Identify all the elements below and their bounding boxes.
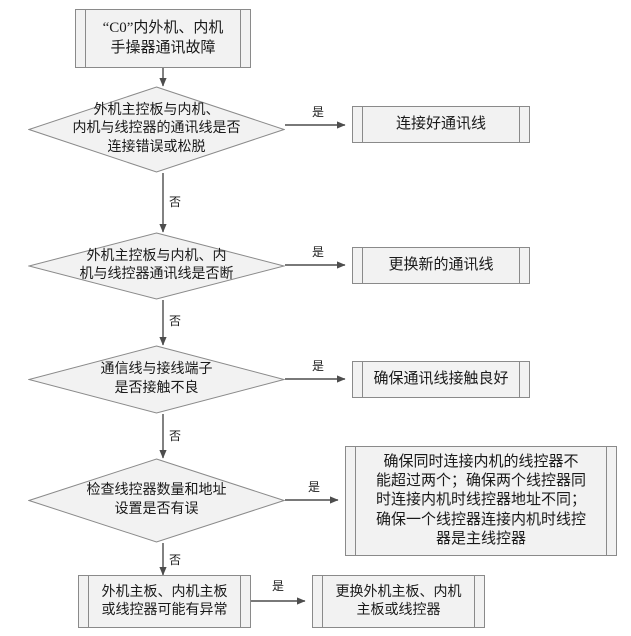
outcome-connect-cable[interactable]: 连接好通讯线: [352, 106, 530, 143]
decision-controller-count-address[interactable]: 检查线控器数量和地址 设置是否有误: [28, 458, 285, 543]
outcome-controller-rules[interactable]: 确保同时连接内机的线控器不 能超过两个；确保两个线控器同 时连接内机时线控器地址…: [345, 446, 617, 556]
outcome-replace-boards-label: 更换外机主板、内机 主板或线控器: [335, 584, 462, 618]
outcome-replace-boards[interactable]: 更换外机主板、内机 主板或线控器: [312, 575, 485, 628]
node-sidebars: [362, 107, 520, 142]
decision-terminal-contact[interactable]: 通信线与接线端子 是否接触不良: [28, 345, 285, 414]
node-sidebars: [355, 447, 607, 555]
edge-label-d3-no: 否: [169, 429, 182, 443]
outcome-replace-cable-label: 更换新的通讯线: [388, 256, 494, 273]
decision-cable-broken[interactable]: 外机主控板与内机、内 机与线控器通讯线是否断: [28, 232, 285, 300]
edge-label-d2-no: 否: [169, 314, 182, 328]
edge-label-d1-no: 否: [169, 195, 182, 209]
node-possible-abnormal[interactable]: 外机主板、内机主板 或线控器可能有异常: [78, 575, 251, 628]
edge-label-d4-no: 否: [169, 553, 182, 567]
outcome-connect-cable-label: 连接好通讯线: [395, 115, 486, 132]
node-sidebars: [362, 248, 520, 283]
node-fault-title[interactable]: “C0”内外机、内机 手操器通讯故障: [75, 9, 251, 68]
edge-label-d4-yes: 是: [308, 480, 321, 494]
node-possible-abnormal-label: 外机主板、内机主板 或线控器可能有异常: [101, 584, 228, 618]
decision-terminal-contact-label: 通信线与接线端子 是否接触不良: [100, 362, 213, 396]
node-fault-title-label: “C0”内外机、内机 手操器通讯故障: [102, 20, 224, 56]
decision-cable-broken-label: 外机主控板与内机、内 机与线控器通讯线是否断: [79, 248, 234, 282]
node-sidebars: [362, 362, 520, 397]
edge-label-terminal-yes: 是: [272, 579, 285, 593]
outcome-ensure-contact-label: 确保通讯线接触良好: [373, 370, 509, 387]
decision-wiring-error[interactable]: 外机主控板与内机、 内机与线控器的通讯线是否 连接错误或松脱: [28, 86, 285, 173]
edge-label-d3-yes: 是: [312, 359, 325, 373]
outcome-replace-cable[interactable]: 更换新的通讯线: [352, 247, 530, 284]
edge-label-d1-yes: 是: [312, 105, 325, 119]
outcome-controller-rules-label: 确保同时连接内机的线控器不 能超过两个；确保两个线控器同 时连接内机时线控器地址…: [375, 454, 586, 547]
edge-label-d2-yes: 是: [312, 245, 325, 259]
node-sidebars: [88, 576, 241, 627]
decision-controller-count-address-label: 检查线控器数量和地址 设置是否有误: [86, 483, 227, 517]
outcome-ensure-contact[interactable]: 确保通讯线接触良好: [352, 361, 530, 398]
decision-wiring-error-label: 外机主控板与内机、 内机与线控器的通讯线是否 连接错误或松脱: [72, 103, 241, 155]
node-sidebars: [85, 10, 241, 67]
node-sidebars: [322, 576, 475, 627]
